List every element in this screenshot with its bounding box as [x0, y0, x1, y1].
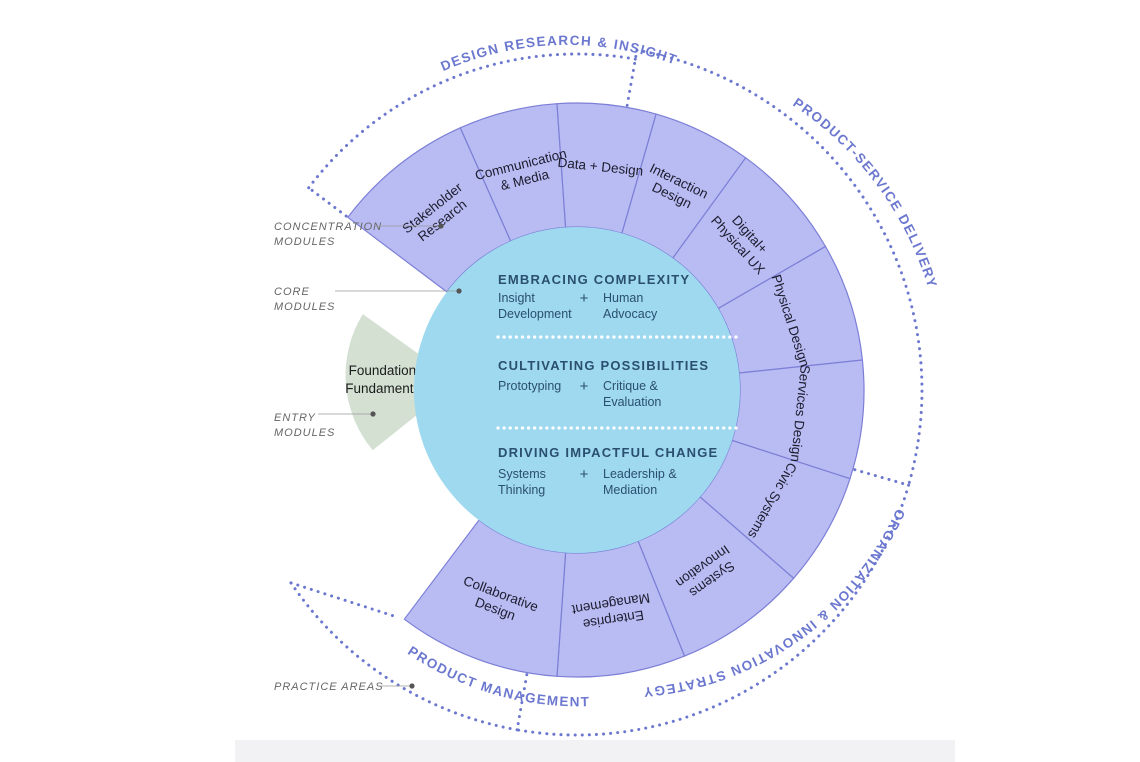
entry-modules-label: ENTRY MODULES [274, 412, 335, 439]
core-modules-label: CORE MODULES [274, 286, 335, 313]
practice-frame-segment [515, 673, 529, 732]
core-right-human-advocacy: Human Advocacy [603, 291, 658, 321]
concentration-ring [346, 102, 865, 678]
plus-sign: + [580, 290, 589, 307]
practice-frame-segment [307, 186, 348, 218]
plus-sign: + [580, 466, 589, 483]
practice-areas-label: PRACTICE AREAS [274, 681, 384, 693]
core-right-leadership-mediation: Leadership & Mediation [603, 467, 680, 497]
practice-leader-dot [409, 683, 415, 689]
core-leader-dot [456, 288, 462, 294]
core-left-insight-development: Insight Development [498, 291, 572, 321]
practice-frame-segment [635, 48, 924, 487]
practice-frame-segment [289, 581, 519, 732]
concentration-leader-dot [438, 223, 444, 229]
practice-frame-segment [289, 581, 401, 620]
core-title-embracing-complexity: EMBRACING COMPLEXITY [498, 272, 690, 287]
entry-leader-dot [370, 411, 376, 417]
foundation-label: Foundation / Fundamentals [345, 363, 431, 396]
core-right-critique-evaluation: Critique & Evaluation [603, 379, 661, 409]
practice-areas-frame [289, 48, 924, 737]
plus-sign: + [580, 378, 589, 395]
core-circle [414, 227, 740, 553]
core-title-driving-impactful-change: DRIVING IMPACTFUL CHANGE [498, 445, 718, 460]
core-left-systems-thinking: Systems Thinking [498, 467, 549, 497]
practice-frame-segment [853, 468, 911, 487]
concentration-modules-label: CONCENTRATION MODULES [274, 221, 386, 248]
core-title-cultivating-possibilities: CULTIVATING POSSIBILITIES [498, 358, 709, 373]
practice-frame-segment [307, 52, 637, 190]
bottom-shadow [235, 740, 955, 762]
core-left-prototyping: Prototyping [498, 379, 561, 393]
practice-area-design-research: DESIGN RESEARCH & INSIGHT [438, 33, 679, 74]
practice-frame-segment [625, 48, 639, 107]
